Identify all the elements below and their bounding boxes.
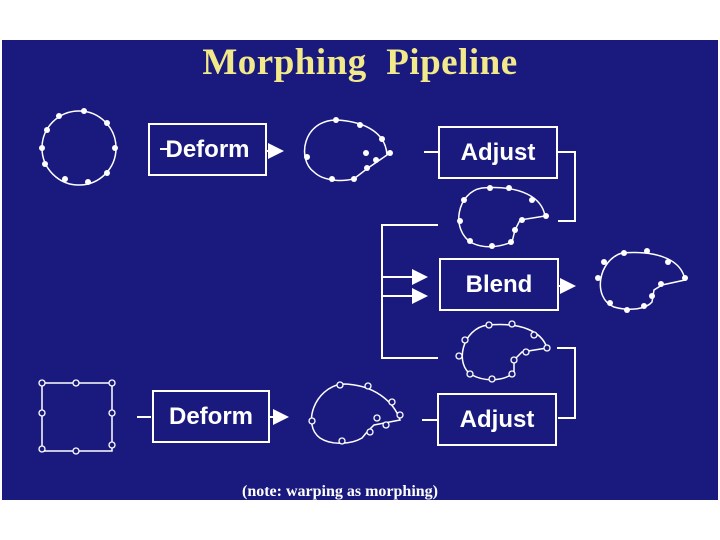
deformed-shape-top: [303, 117, 393, 182]
adjusted-shape-top: [457, 185, 549, 249]
pipeline-diagram: [38, 108, 688, 455]
adjust-box-bottom: Adjust: [437, 393, 557, 446]
connector-lines: [137, 143, 576, 425]
deform-box-bottom: Deform: [152, 390, 270, 443]
slide-canvas: Morphing Pipeline: [2, 40, 718, 500]
adjust-box-top: Adjust: [438, 126, 558, 179]
page-title: Morphing Pipeline: [202, 42, 518, 83]
blend-box: Blend: [439, 258, 559, 311]
deform-box-top: Deform: [148, 123, 267, 176]
footnote: (note: warping as morphing): [241, 483, 438, 500]
deformed-shape-bottom: [308, 381, 404, 445]
adjusted-shape-bottom: [455, 320, 551, 383]
input-circle-shape: [39, 108, 118, 186]
blended-shape: [595, 248, 688, 313]
input-square-shape: [38, 379, 116, 455]
